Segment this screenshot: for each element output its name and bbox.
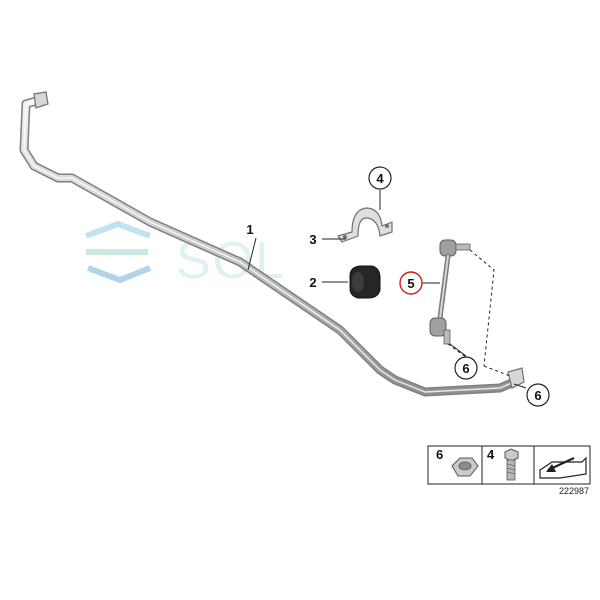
legend-nut-label: 6 xyxy=(436,447,443,462)
callout-6a-label: 6 xyxy=(462,361,469,376)
callout-3-label: 3 xyxy=(309,232,316,247)
bracket xyxy=(337,207,393,243)
callout-2: 2 xyxy=(309,275,316,290)
watermark-logo-icon xyxy=(84,220,152,284)
callout-6b: 6 xyxy=(526,383,550,407)
parts-legend: 6 4 xyxy=(427,445,591,485)
legend-cell-bolt: 4 xyxy=(487,447,519,481)
link-rod xyxy=(429,239,471,345)
car-underbody-arrow-icon xyxy=(539,456,587,479)
legend-bolt-label: 4 xyxy=(487,447,495,462)
legend-cell-vehicle xyxy=(539,456,587,479)
stabilizer-bar xyxy=(19,91,525,397)
callout-6b-label: 6 xyxy=(534,388,541,403)
leader-lines xyxy=(247,190,527,389)
rubber-mounting xyxy=(349,265,381,299)
callout-5-label: 5 xyxy=(407,276,414,291)
callout-4: 4 xyxy=(368,166,392,190)
assembly-lines xyxy=(447,249,511,377)
callout-1: 1 xyxy=(246,222,253,237)
hex-nut-icon xyxy=(451,457,479,477)
callout-2-label: 2 xyxy=(309,275,316,290)
callout-4-label: 4 xyxy=(376,171,384,186)
reference-number: 222987 xyxy=(559,486,589,496)
legend-cell-nut: 6 xyxy=(436,447,479,477)
callout-6a: 6 xyxy=(454,356,478,380)
hex-bolt-icon xyxy=(504,448,519,481)
callout-1-label: 1 xyxy=(246,222,253,237)
callout-3: 3 xyxy=(309,232,316,247)
callout-5: 5 xyxy=(399,271,423,295)
